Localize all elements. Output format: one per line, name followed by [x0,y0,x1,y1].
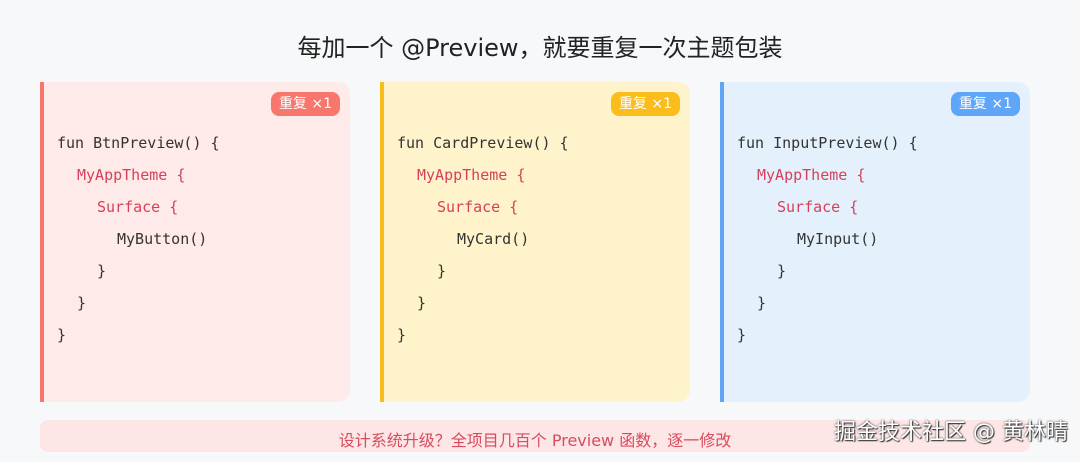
code-line: fun CardPreview() { [397,134,569,152]
code-line: MyCard() [457,230,530,248]
code-line: fun InputPreview() { [737,134,918,152]
code-line: } [777,262,787,280]
code-line: } [57,326,67,344]
footer-note: 设计系统升级？全项目几百个 Preview 函数，逐一修改 [40,420,1030,452]
code-line: Surface { [437,198,519,216]
code-block: fun InputPreview() { MyAppTheme { Surface … [737,130,918,354]
repeat-badge: 重复 ×1 [270,92,340,116]
code-line: MyAppTheme { [757,166,866,184]
code-line: MyButton() [117,230,208,248]
code-line: } [417,294,427,312]
code-line: Surface { [97,198,179,216]
page-title: 每加一个 @Preview，就要重复一次主题包装 [297,34,783,62]
code-card: 重复 ×1 fun BtnPreview() { MyAppTheme { Surfa… [40,82,350,402]
code-line: fun BtnPreview() { [57,134,220,152]
watermark: 掘金技术社区 @ 黄林晴 [834,420,1068,445]
code-block: fun CardPreview() { MyAppTheme { Surface {… [397,130,569,354]
code-line: } [77,294,87,312]
repeat-badge: 重复 ×1 [610,92,680,116]
code-card: 重复 ×1 fun InputPreview() { MyAppTheme { Sur… [720,82,1030,402]
code-line: } [437,262,447,280]
repeat-badge: 重复 ×1 [950,92,1020,116]
code-line: } [397,326,407,344]
code-line: MyAppTheme { [417,166,526,184]
code-block: fun BtnPreview() { MyAppTheme { Surface { M… [57,130,220,354]
code-line: MyInput() [797,230,879,248]
code-line: } [97,262,107,280]
code-card: 重复 ×1 fun CardPreview() { MyAppTheme { Surf… [380,82,690,402]
code-line: } [757,294,767,312]
code-line: } [737,326,747,344]
code-line: Surface { [777,198,859,216]
code-line: MyAppTheme { [77,166,186,184]
